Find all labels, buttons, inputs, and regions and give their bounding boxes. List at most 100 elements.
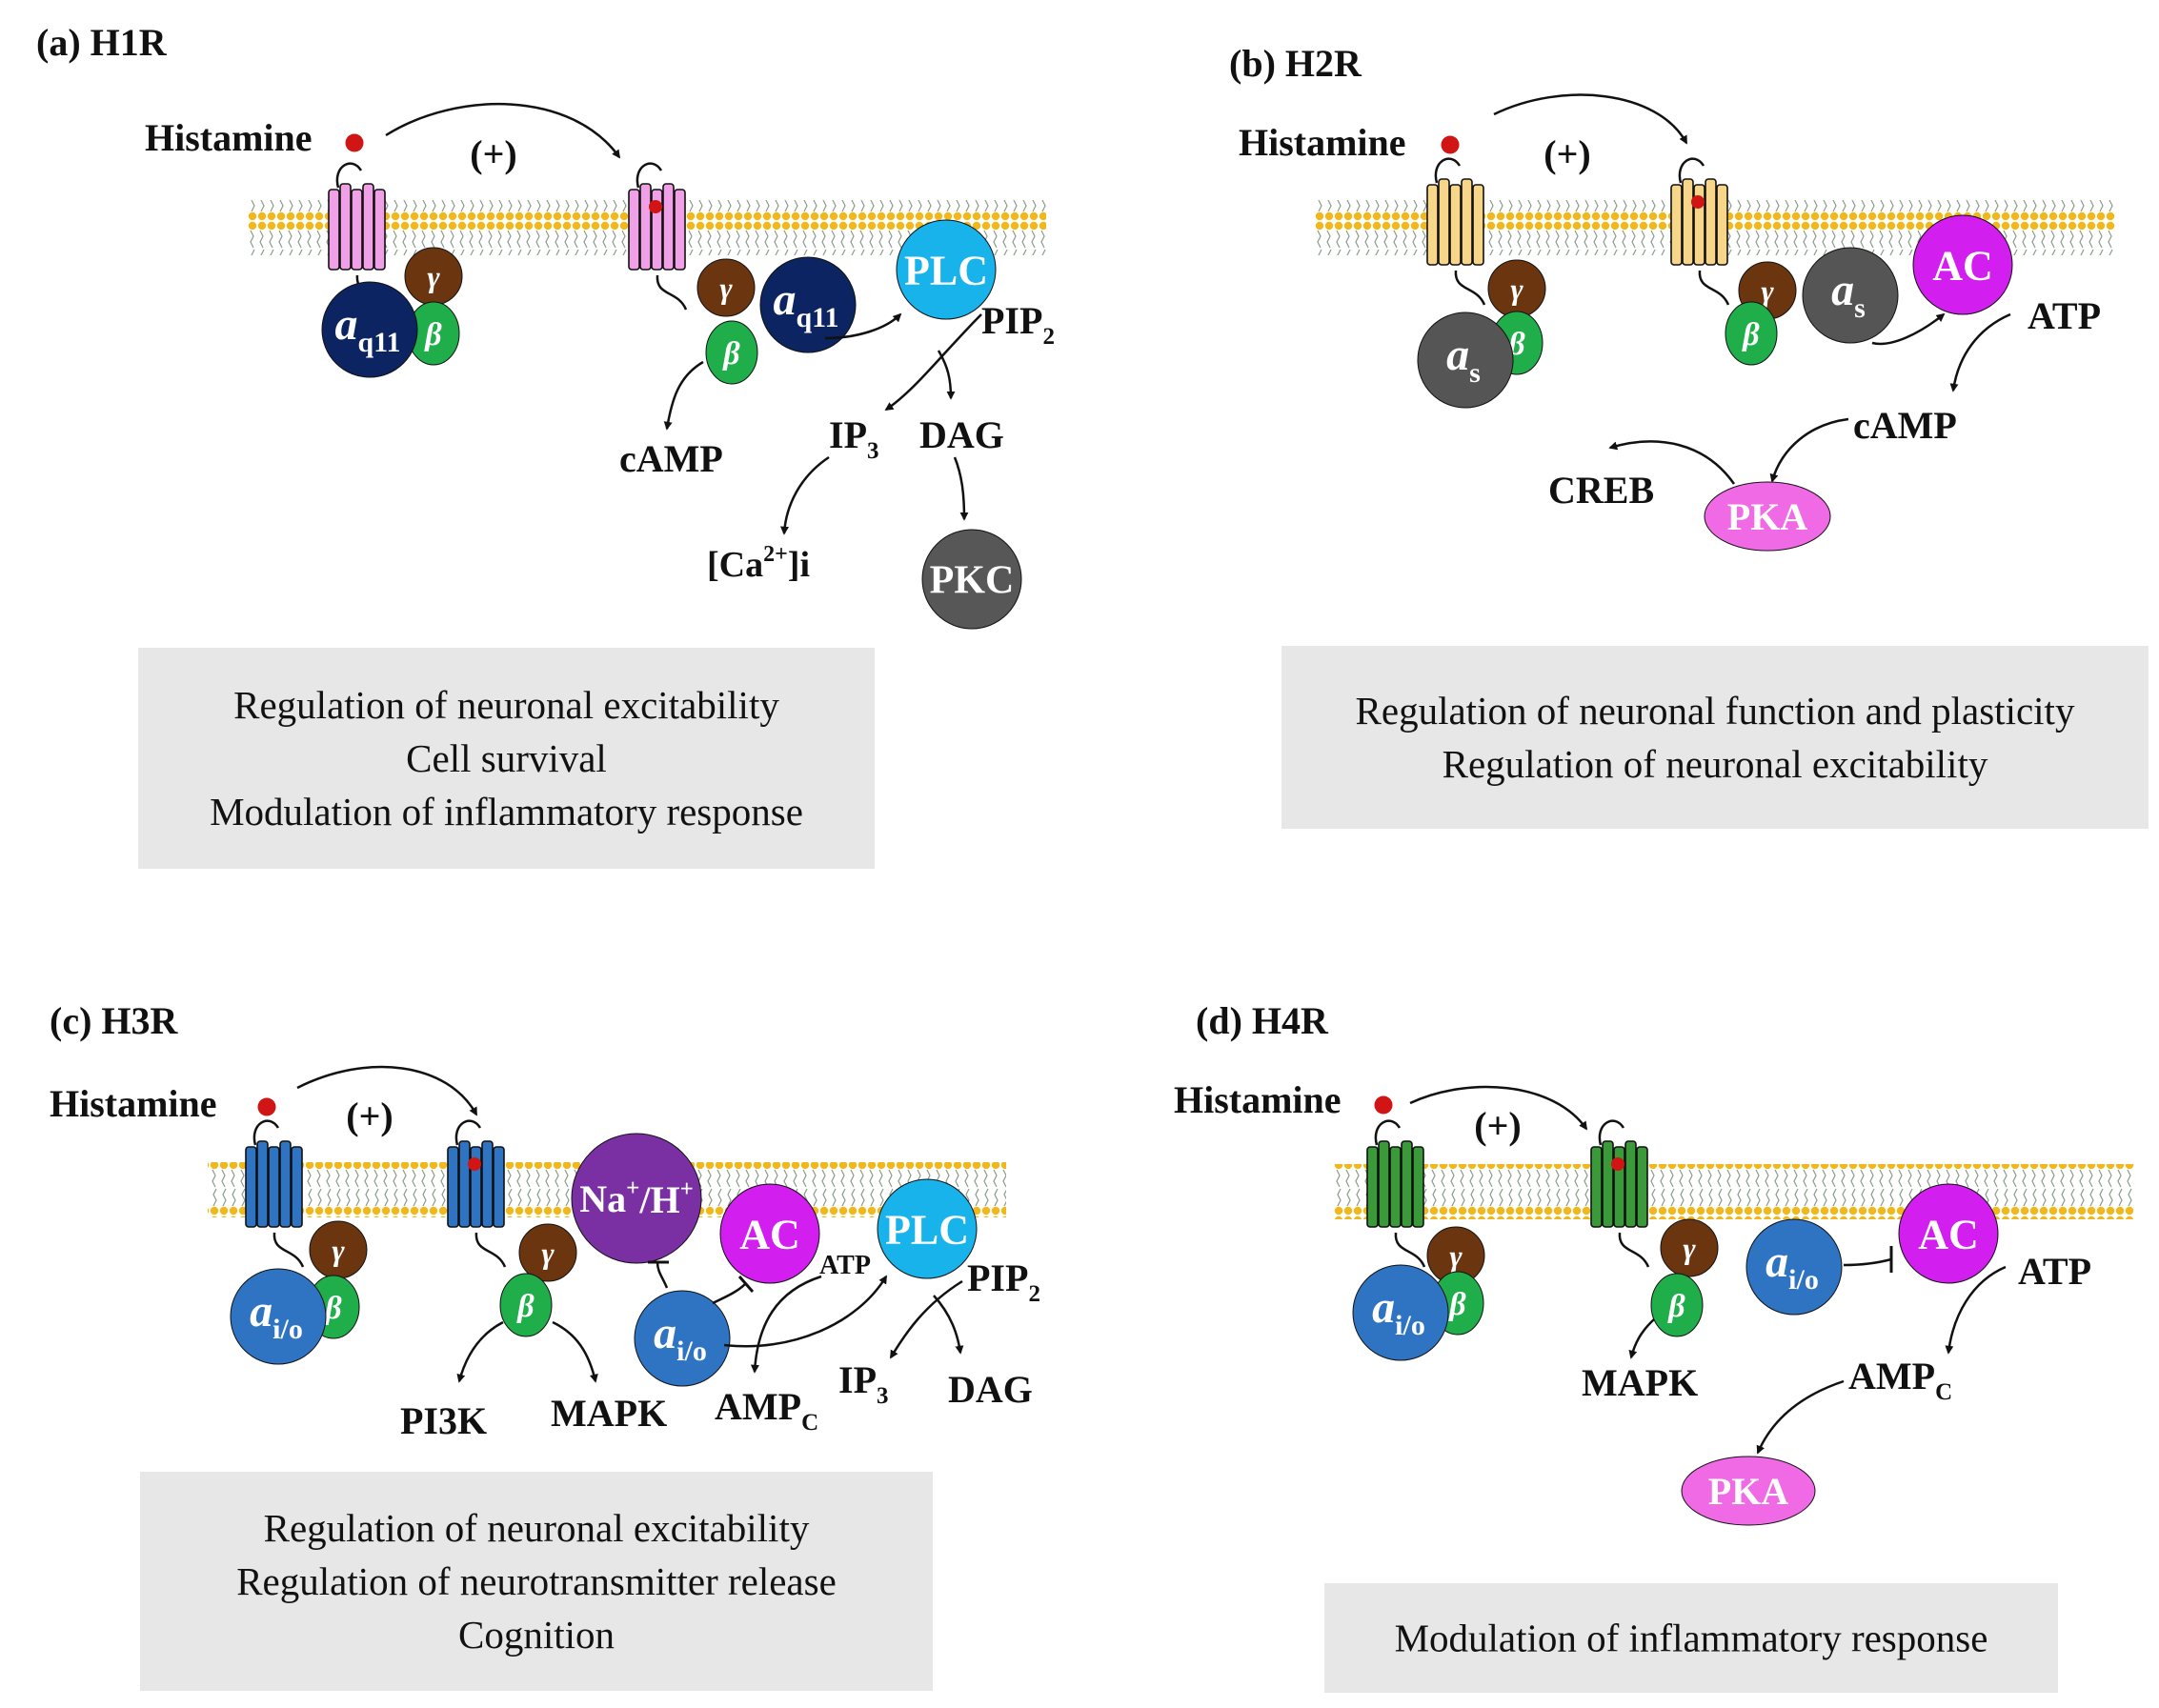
panel-c-beta-mapk-arrow [552, 1320, 598, 1383]
beta-label: β [423, 317, 442, 352]
panel-a-pkc-label: PKC [930, 559, 1015, 603]
panel-c-activation: (+) [346, 1095, 393, 1137]
panel-d-activation-arrow [1409, 1085, 1588, 1131]
panel-c-plc-label: PLC [885, 1206, 969, 1253]
panel-b-alpha-ac-arrow [1871, 312, 1946, 346]
alpha-label: aq11 [773, 274, 838, 333]
panel-b-alpha-active: as [1802, 247, 1899, 344]
panel-d-membrane [1334, 1164, 2134, 1219]
panel-a-pkc: PKC [921, 529, 1022, 630]
panel-b-camp: cAMP [1853, 404, 1957, 447]
panel-c-activation-arrow [296, 1065, 478, 1116]
panel-d-histamine-label: Histamine [1174, 1078, 1342, 1121]
panel-b-receptor-active [1670, 157, 1730, 306]
panel-a-alpha: aq11 [321, 281, 418, 378]
beta-label: β [323, 1291, 342, 1326]
beta-label: β [1447, 1287, 1466, 1322]
panel-a-receptor-inactive [328, 162, 388, 311]
panel-d-title: (d) H4R [1196, 999, 1329, 1042]
function-line: Modulation of inflammatory response [1395, 1617, 1988, 1660]
panel-c-exchanger-label: Na+/H+ [579, 1176, 694, 1221]
panel-b-title: (b) H2R [1229, 42, 1362, 85]
function-line: Regulation of neurotransmitter release [236, 1559, 837, 1603]
alpha-label: ai/o [654, 1308, 707, 1367]
panel-a-activation-arrow [385, 102, 621, 159]
alpha-label: as [1831, 265, 1866, 324]
panel-a-gamma: γ [404, 247, 463, 306]
panel-c-beta-pi3k-arrow [456, 1320, 504, 1383]
panel-a-alpha-active: aq11 [759, 256, 857, 353]
panel-c-alpha-ac-inhibit [712, 1276, 755, 1305]
panel-d-atp-amp-arrow [1945, 1265, 2007, 1355]
panel-d-alpha: ai/o [1352, 1264, 1449, 1361]
panel-c-function-box: Regulation of neuronal excitabilityRegul… [140, 1472, 933, 1691]
panel-a-camp: cAMP [619, 437, 723, 480]
panel-a-beta-active: β [705, 320, 758, 385]
panel-a-beta-camp-arrow [663, 360, 704, 431]
panel-d-alpha-ac-inhibit [1843, 1246, 1893, 1273]
panel-b-ac-label: AC [1932, 242, 1993, 289]
panel-a-gamma-active: γ [696, 258, 756, 317]
panel-c-dag: DAG [948, 1368, 1033, 1411]
panel-c-title: (c) H3R [50, 999, 179, 1042]
panel-a-ip3-ca-arrow [779, 455, 830, 535]
beta-label: β [721, 336, 740, 372]
panel-c-pip2-dag-arrow [933, 1295, 964, 1355]
panel-d-gamma-active: γ [1660, 1218, 1719, 1277]
panel-d-ac-label: AC [1918, 1211, 1979, 1257]
panel-b-receptor-inactive [1426, 157, 1486, 306]
panel-a-histamine [345, 133, 364, 152]
gamma-label: γ [1510, 271, 1523, 306]
panel-d-ampc: AMPC [1848, 1355, 1952, 1405]
panel-b-activation: (+) [1544, 132, 1590, 175]
panel-d-ac: AC [1898, 1183, 1999, 1284]
beta-label: β [1741, 317, 1760, 352]
panel-b-creb: CREB [1548, 469, 1654, 512]
gamma-label: γ [1761, 273, 1774, 308]
panel-c-gamma-active: γ [518, 1223, 577, 1282]
panel-d-activation: (+) [1474, 1104, 1521, 1147]
alpha-label: as [1446, 330, 1481, 389]
panel-b-activation-arrow [1493, 93, 1688, 145]
panel-a-ca: [Ca2+]i [707, 542, 810, 585]
panel-a-pip2: PIP2 [981, 299, 1055, 350]
alpha-label: ai/o [1766, 1236, 1819, 1296]
panel-b-atp: ATP [2028, 294, 2101, 337]
function-line: Cell survival [406, 736, 607, 780]
panel-c-ampc: AMPC [715, 1385, 818, 1436]
panel-d-mapk: MAPK [1582, 1361, 1698, 1404]
panel-d-amp-pka-arrow [1756, 1379, 1845, 1455]
panel-a-receptor-active [628, 162, 688, 311]
panel-c-ac-label: AC [739, 1211, 800, 1257]
panel-a-title: (a) H1R [36, 21, 168, 64]
panel-c-pip2: PIP2 [967, 1256, 1040, 1307]
panel-c-ac: AC [719, 1183, 820, 1284]
panel-a-activation: (+) [470, 132, 516, 175]
bound-histamine [649, 200, 662, 213]
panel-a-histamine-label: Histamine [145, 116, 313, 159]
panel-d-gamma: γ [1426, 1226, 1485, 1285]
panel-c-atp-amp-arrow [750, 1275, 822, 1374]
panel-c-pip2-ip3-arrow [889, 1279, 963, 1359]
function-line: Regulation of neuronal excitability [264, 1506, 810, 1550]
panel-c-receptor-active [447, 1119, 507, 1268]
panel-c-receptor-inactive [245, 1119, 305, 1268]
function-line: Regulation of neuronal excitability [233, 683, 779, 727]
panel-c-atp: ATP [819, 1251, 871, 1280]
panel-a-pip2-ip3-arrow [884, 313, 982, 412]
function-line: Cognition [458, 1613, 615, 1657]
panel-d-beta-mapk-arrow [1628, 1318, 1655, 1359]
panel-d-atp: ATP [2018, 1250, 2091, 1293]
function-line: Regulation of neuronal function and plas… [1356, 689, 2075, 733]
alpha-label: ai/o [250, 1286, 303, 1345]
panel-a-dag: DAG [919, 413, 1004, 456]
panel-d-receptor-active [1590, 1119, 1650, 1268]
alpha-label: ai/o [1372, 1282, 1425, 1341]
panel-d-pka-label: PKA [1708, 1470, 1789, 1513]
gamma-label: γ [1683, 1231, 1696, 1265]
panel-d-function-box: Modulation of inflammatory response [1324, 1583, 2058, 1693]
panel-d-alpha-active: ai/o [1745, 1218, 1843, 1316]
panel-c-alpha: ai/o [230, 1268, 327, 1365]
panel-b-beta-active: β [1725, 301, 1778, 366]
